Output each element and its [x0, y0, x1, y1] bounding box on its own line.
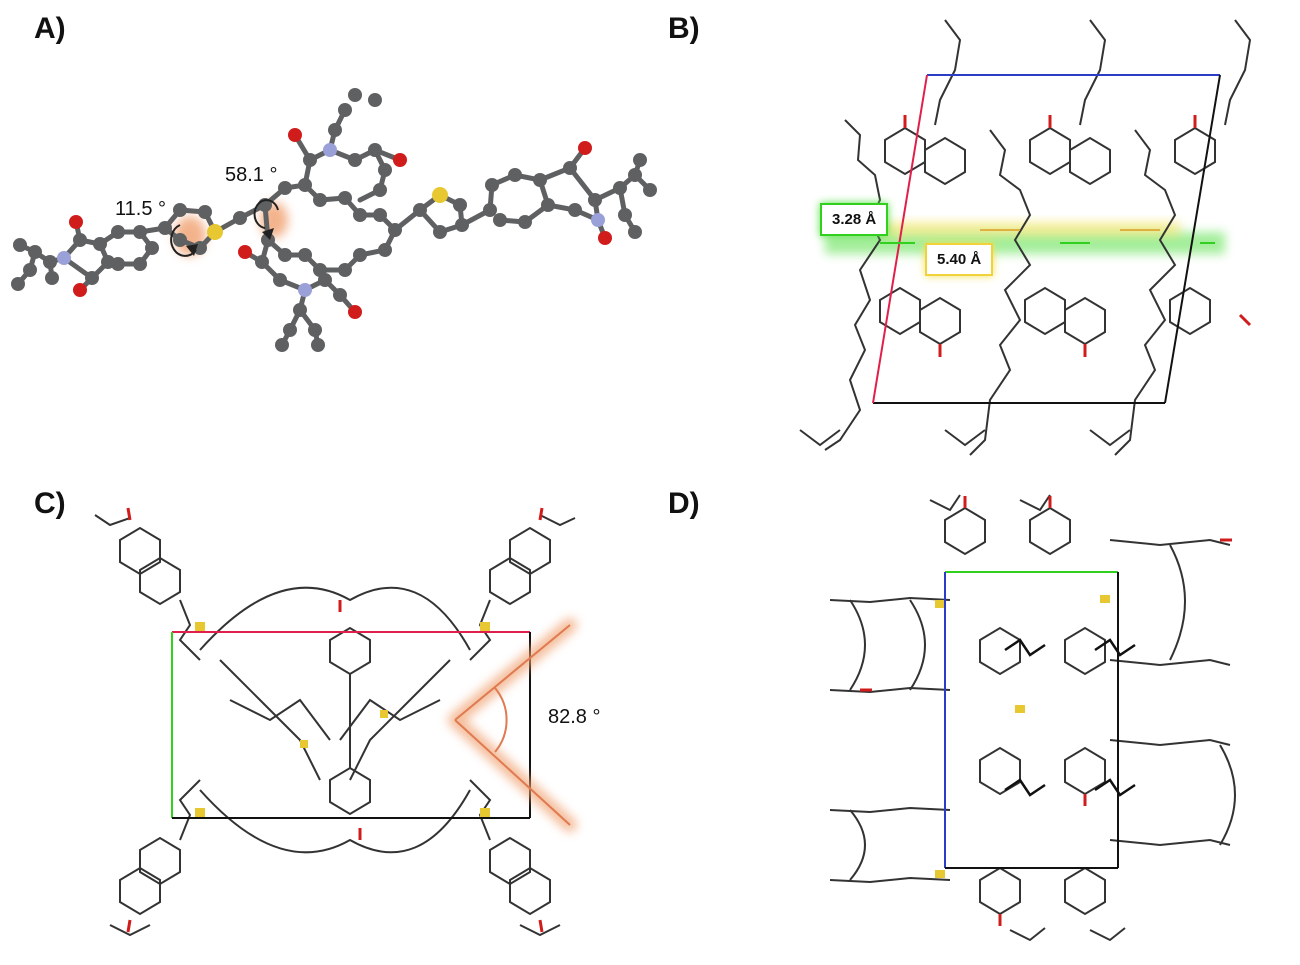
distance-arrows [880, 229, 1215, 244]
nitrogen-atoms [57, 143, 605, 297]
panel-c-packing [94, 507, 577, 937]
highlighted-alkyl-chains [1004, 638, 1136, 797]
stick-molecules [94, 514, 576, 937]
distance-label-green: 3.28 Å [820, 203, 889, 236]
torsion-angle-label-1: 11.5 ° [115, 198, 166, 220]
distance-label-yellow: 5.40 Å [925, 243, 994, 276]
sulfur-atoms [207, 187, 448, 240]
arrowhead-icon [262, 228, 274, 240]
stick-molecules [799, 19, 1252, 456]
torsion-arrows [170, 199, 279, 257]
panel-b-packing [799, 19, 1252, 456]
carbon-atoms [11, 88, 657, 352]
panel-d-label: D) [668, 487, 700, 520]
angle-lines [454, 624, 571, 826]
dihedral-angle-label: 82.8 ° [548, 706, 601, 728]
oxygen-bonds [903, 115, 1252, 357]
sulfur-atoms [195, 622, 490, 818]
panel-b-label: B) [668, 12, 700, 45]
panel-a-label: A) [34, 12, 66, 45]
arrowhead-icon [186, 244, 198, 256]
unit-cell-edge [1164, 74, 1221, 404]
panel-a-molecule [11, 88, 657, 352]
oxygen-atoms [69, 128, 612, 319]
panel-c-label: C) [34, 487, 66, 520]
sulfur-atoms [935, 595, 1110, 878]
torsion-angle-label-2: 58.1 ° [225, 164, 278, 186]
stacking-glow [880, 222, 1180, 236]
stick-molecules [829, 494, 1236, 942]
oxygen-bonds [860, 496, 1232, 926]
oxygen-bonds [126, 507, 544, 933]
panel-d-packing [829, 494, 1236, 942]
unit-cell-axis-red [872, 74, 928, 404]
